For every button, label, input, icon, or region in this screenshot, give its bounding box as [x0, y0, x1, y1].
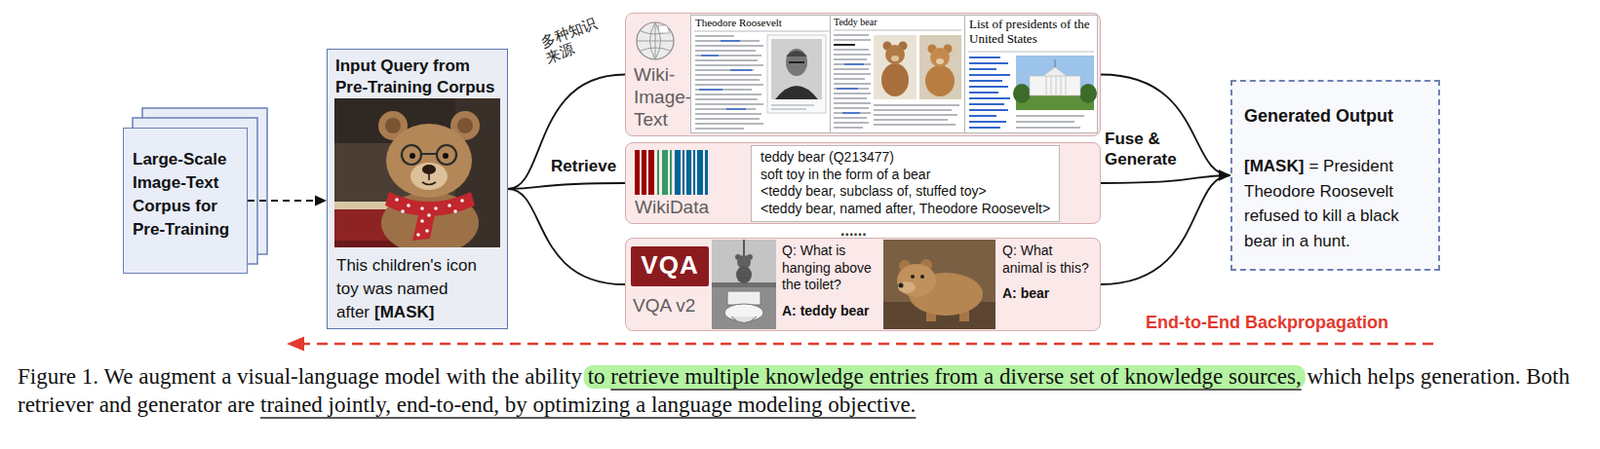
edge-label: Retrieve [550, 156, 617, 177]
connector [247, 195, 327, 207]
box-heading: Generated Output [1244, 105, 1430, 128]
source-name: WikiData [634, 197, 733, 219]
arrowhead [314, 195, 327, 207]
vqa-example: A: teddy bear [781, 303, 878, 321]
ellipsis-mark: ...... [840, 225, 867, 237]
page-title: Teddy bear [833, 16, 951, 29]
vqa-bear-photo [883, 239, 996, 330]
backprop-arrowhead [286, 337, 305, 352]
connector [1100, 170, 1231, 185]
arrowhead [1218, 170, 1231, 182]
connector [507, 189, 625, 285]
page-title: List of presidents of the United States [969, 17, 1094, 47]
connector-line [1100, 175, 1231, 285]
connector [1100, 75, 1231, 182]
knowledge-source-band: WikiData teddy bear (Q213477)soft toy in… [624, 142, 1101, 225]
output-text-group: [MASK]= President Theodore Roosevelt ref… [1244, 154, 1430, 254]
knowledge-source-band: VQA v2 Q: What is hanging above the toile… [624, 237, 1101, 332]
connector [507, 183, 625, 190]
output-box: Generated Output [MASK]= President Theodo… [1230, 79, 1441, 272]
connector [1100, 170, 1231, 286]
teddy-bear-photo [334, 98, 501, 248]
query-text: [MASK] [374, 303, 434, 322]
wiki-page: List of presidents of the United States [964, 14, 1098, 134]
vqa-example: Q: What animal is this? [1002, 242, 1093, 277]
underline-mark [260, 417, 916, 419]
vqa-example: Q: What is hanging above the toilet? [781, 242, 878, 295]
handwritten-note: 多种知识来源 [538, 13, 611, 68]
connector-line [247, 199, 327, 202]
wiki-page-art [691, 15, 844, 133]
backprop-line [302, 343, 1434, 347]
arrowhead [1218, 170, 1231, 182]
arrowhead [1218, 170, 1231, 182]
entity-line: soft toy in the form of a bear [760, 166, 1051, 185]
connector-line [507, 189, 625, 285]
page-title: Theodore Roosevelt [695, 16, 830, 30]
entity-card: teddy bear (Q213477)soft toy in the form… [750, 145, 1060, 223]
box-heading: Input Query from Pre-Training Corpus [335, 55, 502, 99]
source-name: Wiki-Image-Text [633, 64, 697, 131]
vqa-toilet-photo [711, 239, 777, 330]
corpus-document: Large-Scale Image-Text Corpus for Pre-Tr… [122, 127, 248, 274]
connector-line [1100, 175, 1231, 184]
input-query-box: Input Query from Pre-Training CorpusThis… [326, 48, 508, 330]
output-text: [MASK] [1244, 156, 1304, 176]
wikidata-barcode-logo [634, 150, 711, 196]
logo-text: VQA [630, 250, 709, 281]
connector [507, 75, 625, 191]
connector-line [507, 75, 625, 191]
connector-line [507, 183, 625, 190]
entity-line: teddy bear (Q213477) [760, 149, 1051, 167]
vqa-example-group: Q: What is hanging above the toilet? A: t… [781, 242, 878, 320]
vqa-example-group: Q: What animal is this? A: bear [1002, 242, 1093, 304]
wiki-page: Theodore Roosevelt [690, 14, 845, 134]
wiki-page: Teddy bear [829, 14, 966, 134]
corpus-label: Large-Scale Image-Text Corpus for Pre-Tr… [132, 148, 242, 243]
backprop-label: End-to-End Backpropagation [1145, 312, 1389, 335]
wiki-page-art [830, 15, 965, 133]
underline-mark [610, 389, 1301, 391]
entity-line: <teddy bear, subclass of, stuffed toy> [760, 183, 1051, 201]
entity-line: <teddy bear, named after, Theodore Roose… [760, 200, 1051, 219]
knowledge-source-band: Wiki-Image-Text Theodore Roosevelt Teddy… [624, 12, 1101, 137]
edge-label: Fuse & Generate [1104, 128, 1181, 171]
vqa-example: A: bear [1002, 285, 1093, 304]
wikipedia-globe-icon [634, 20, 676, 62]
connector-line [1100, 75, 1231, 177]
figure-caption: Figure 1. We augment a visual-language m… [17, 362, 1584, 420]
vqa-logo: VQA [630, 246, 709, 287]
query-text-group: This children's icon toy was named after… [336, 254, 483, 324]
source-name: VQA v2 [632, 295, 711, 318]
